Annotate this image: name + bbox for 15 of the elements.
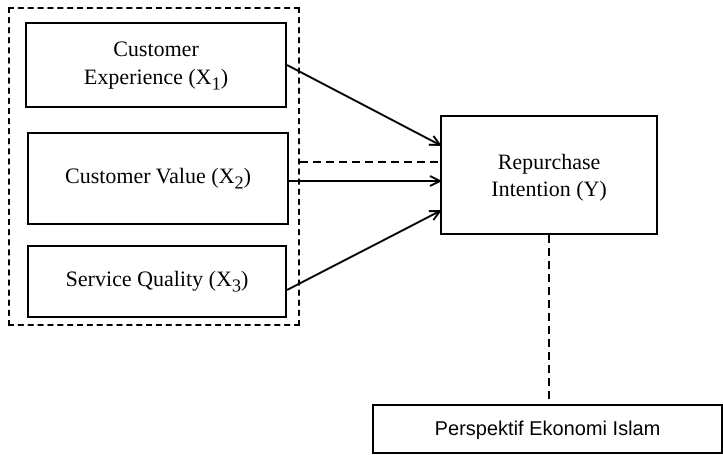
arrow	[289, 175, 441, 187]
connector-line	[300, 161, 440, 163]
node-label: Repurchase Intention (Y)	[490, 148, 608, 202]
node-label: Perspektif Ekonomi Islam	[434, 416, 660, 442]
variable-box	[27, 245, 287, 318]
node-label: Customer Value (X$_{2}$)	[65, 162, 251, 195]
variable-box	[440, 115, 658, 235]
node-label: Service Quality (X$_{3}$)	[66, 265, 248, 298]
arrow	[286, 64, 441, 146]
dashed-group-box	[8, 7, 300, 326]
variable-box	[372, 404, 723, 454]
variable-box	[27, 132, 289, 225]
arrow	[286, 210, 441, 291]
variable-box	[25, 22, 287, 108]
node-label: Customer Experience (X$_{1}$)	[82, 35, 230, 95]
